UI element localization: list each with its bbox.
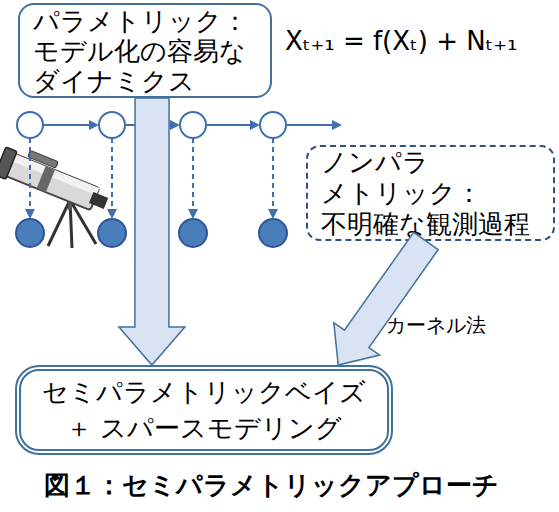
figure-caption: 図１：セミパラメトリックアプローチ [0,468,542,503]
node-text: ノンパラ メトリック： 不明確な観測過程 [321,147,545,240]
observation-arrow [111,138,113,217]
telescope-band [37,166,55,192]
telescope-lens [0,147,17,179]
block-arrow [334,232,438,365]
observation-arrow [272,138,274,217]
hidden-state-circle [260,112,286,138]
edge-label: カーネル法 [386,312,486,339]
semiparametric-box: セミパラメトリックベイズ ＋ スパースモデリング [15,365,393,455]
nonparametric-box: ノンパラ メトリック： 不明確な観測過程 [306,145,555,241]
tripod-leg [48,200,70,246]
telescope-highlight [7,152,99,195]
transition-arrow [125,124,178,126]
observed-circle [259,219,287,247]
node-text: パラメトリック： モデル化の容易な ダイナミクス [33,6,260,96]
hidden-state-circle [99,112,125,138]
observed-circle [16,219,44,247]
observation-arrow [192,138,194,217]
transition-arrow [286,124,340,126]
node-text: セミパラメトリックベイズ ＋ スパースモデリング [41,374,367,446]
equation-label: Xₜ₊₁ = f(Xₜ) + Nₜ₊₁ [285,26,517,56]
observed-circle [179,219,207,247]
hidden-state-circle [180,112,206,138]
telescope-eyepiece [89,192,108,209]
telescope-tube-group [0,141,114,217]
hidden-state-circle [17,112,43,138]
parametric-box: パラメトリック： モデル化の容易な ダイナミクス [18,3,272,98]
block-arrow [119,98,185,365]
transition-arrow [43,124,97,126]
finder-scope [28,150,58,168]
telescope-illustration [0,141,114,248]
observed-circle [98,219,126,247]
transition-arrow [206,124,258,126]
observation-arrow [29,138,31,217]
state-chain [16,112,340,247]
